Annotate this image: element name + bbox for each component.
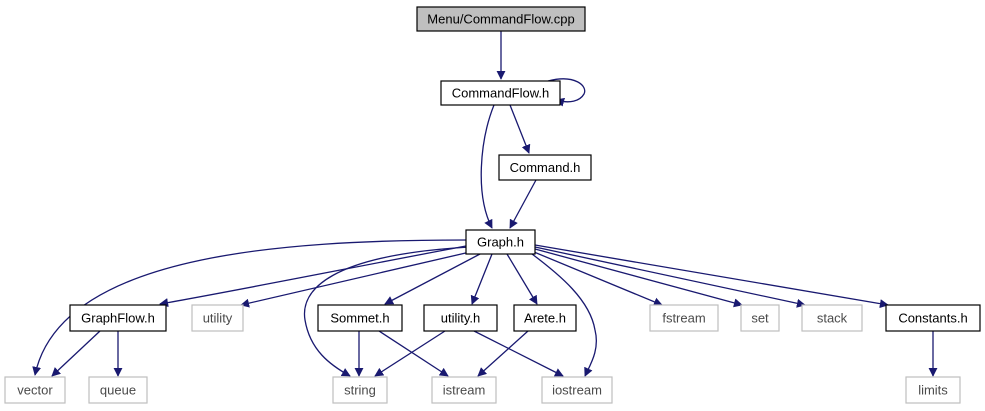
node-string: string	[332, 376, 388, 404]
edge-graph-h-to-set	[534, 248, 743, 308]
node-box	[541, 376, 613, 404]
edge-graph-h-to-stack	[534, 246, 806, 308]
node-box	[498, 154, 592, 181]
node-label: limits	[918, 383, 948, 398]
edge-sommet-h-to-istream	[378, 330, 449, 377]
node-label: utility.h	[441, 311, 481, 326]
edge-utility-h-to-iostream	[473, 330, 564, 377]
node-label: fstream	[662, 311, 705, 326]
node-label: Sommet.h	[330, 311, 389, 326]
node-command-h[interactable]: Command.h	[498, 154, 592, 181]
edge-graph-h-to-arete-h	[506, 253, 538, 305]
edge-graph-h-to-fstream	[533, 251, 663, 307]
edge-graph-h-to-graphflow-h	[159, 245, 467, 308]
node-commandflow-h[interactable]: CommandFlow.h	[440, 80, 561, 106]
node-label: set	[751, 311, 769, 326]
node-box	[332, 376, 388, 404]
edge-utility-h-to-string	[374, 330, 446, 377]
node-box	[465, 229, 536, 255]
edge-command-h-to-graph-h	[509, 179, 537, 229]
node-utility-h[interactable]: utility.h	[423, 304, 498, 332]
node-constants-h[interactable]: Constants.h	[885, 304, 981, 332]
node-box	[88, 376, 148, 404]
node-utility: utility	[191, 304, 244, 332]
node-istream: istream	[431, 376, 497, 404]
node-arete-h[interactable]: Arete.h	[513, 304, 577, 332]
node-label: stack	[817, 311, 848, 326]
edge-graph-h-to-utility-h	[470, 253, 493, 305]
nodes-layer: Menu/CommandFlow.cppCommandFlow.hCommand…	[4, 6, 981, 404]
node-label: Command.h	[510, 160, 581, 175]
node-label: GraphFlow.h	[81, 311, 155, 326]
node-label: istream	[443, 383, 486, 398]
node-label: Graph.h	[477, 235, 524, 250]
node-box	[885, 304, 981, 332]
node-root[interactable]: Menu/CommandFlow.cpp	[416, 6, 586, 32]
node-box	[416, 6, 586, 32]
node-box	[801, 304, 863, 332]
node-label: CommandFlow.h	[452, 86, 550, 101]
edge-graph-h-to-constants-h	[534, 244, 889, 309]
node-box	[740, 304, 780, 332]
node-box	[431, 376, 497, 404]
node-label: queue	[100, 383, 136, 398]
edge-graph-h-to-utility	[240, 251, 471, 308]
edge-graphflow-h-to-vector	[51, 330, 101, 377]
node-box	[423, 304, 498, 332]
node-stack: stack	[801, 304, 863, 332]
node-box	[191, 304, 244, 332]
node-sommet-h[interactable]: Sommet.h	[317, 304, 403, 332]
edge-graph-h-to-iostream	[531, 253, 597, 377]
node-queue: queue	[88, 376, 148, 404]
node-iostream: iostream	[541, 376, 613, 404]
node-label: Menu/CommandFlow.cpp	[427, 12, 574, 27]
node-box	[69, 304, 167, 332]
node-graphflow-h[interactable]: GraphFlow.h	[69, 304, 167, 332]
node-label: Constants.h	[898, 311, 967, 326]
node-box	[317, 304, 403, 332]
node-box	[649, 304, 719, 332]
node-box	[440, 80, 561, 106]
node-label: Arete.h	[524, 311, 566, 326]
node-label: string	[344, 383, 376, 398]
edge-graph-h-to-sommet-h	[384, 253, 481, 305]
edge-graph-h-to-string	[303, 246, 471, 377]
node-box	[905, 376, 961, 404]
node-label: vector	[17, 383, 53, 398]
node-limits: limits	[905, 376, 961, 404]
edge-commandflow-h-to-commandflow-h	[547, 78, 586, 107]
node-set: set	[740, 304, 780, 332]
edges-layer	[32, 31, 938, 377]
node-label: utility	[203, 311, 233, 326]
edge-arete-h-to-istream	[477, 330, 529, 377]
node-label: iostream	[552, 383, 602, 398]
node-vector: vector	[4, 376, 66, 404]
edge-graph-h-to-vector	[32, 239, 467, 376]
edge-commandflow-h-to-command-h	[509, 104, 531, 154]
node-graph-h[interactable]: Graph.h	[465, 229, 536, 255]
node-box	[4, 376, 66, 404]
node-fstream: fstream	[649, 304, 719, 332]
node-box	[513, 304, 577, 332]
edge-commandflow-h-to-graph-h	[480, 104, 495, 229]
